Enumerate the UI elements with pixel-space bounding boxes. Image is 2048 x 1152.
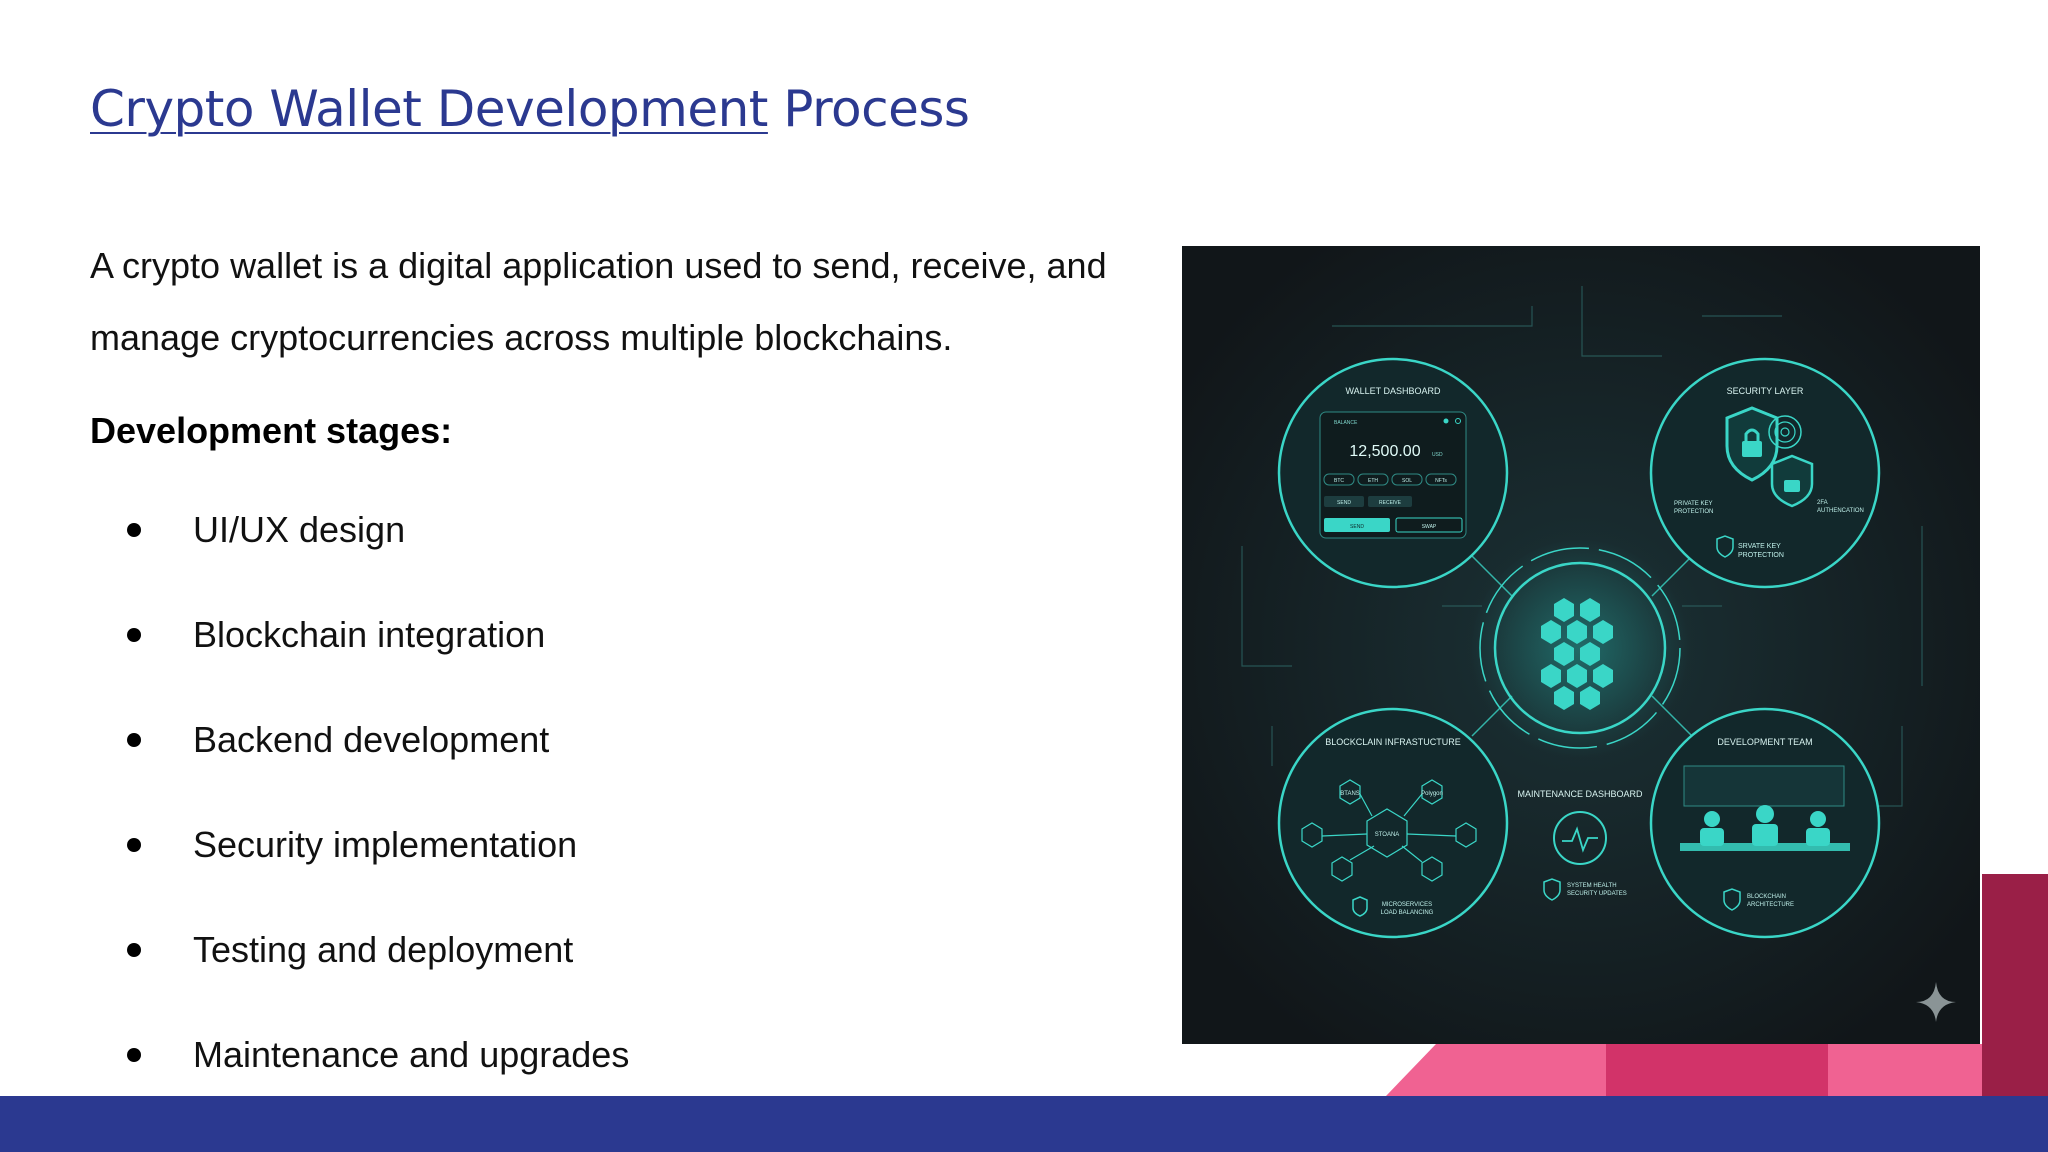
- maroon-block: [1982, 874, 2048, 1096]
- status-dot-icon: [1443, 418, 1449, 424]
- stage-text: Backend development: [193, 719, 550, 760]
- small-shield-icon: [1543, 878, 1561, 901]
- load-balancing-label: LOAD BALANCING: [1381, 910, 1434, 916]
- blockchain-arch-label: BLOCKCHAIN: [1747, 894, 1786, 900]
- stage-text: Security implementation: [193, 824, 578, 865]
- hexagon-network-icon: [1301, 779, 1477, 882]
- stage-text: Testing and deployment: [193, 929, 574, 970]
- private-key-label: PRIVATE KEY: [1674, 501, 1712, 507]
- chain-label-3: Polygon: [1421, 791, 1443, 797]
- shield-key-label: SRVATE KEY: [1738, 543, 1781, 550]
- blockchain-label: BLOCKCLAIN INFRASTUCTURE: [1325, 737, 1461, 747]
- monitor-wall: [1683, 765, 1845, 807]
- small-shield-icon: [1716, 535, 1734, 558]
- blockchain-infrastructure-node: BLOCKCLAIN INFRASTUCTURE BTANS STOANA Po…: [1277, 707, 1509, 939]
- team-label: DEVELOPMENT TEAM: [1717, 737, 1812, 747]
- magenta-block: [1606, 1044, 1828, 1096]
- private-key-label-2: PROTECTION: [1674, 509, 1713, 515]
- stage-text: Blockchain integration: [193, 614, 546, 655]
- stage-item: Blockchain integration: [90, 610, 629, 715]
- chip-eth: ETH: [1368, 478, 1378, 484]
- balance-currency: USD: [1432, 452, 1443, 458]
- shield-key-label-2: PROTECTION: [1738, 552, 1784, 559]
- crypto-wallet-illustration: WALLET DASHBOARD BALANCE 12,500.00 USD B…: [1182, 246, 1980, 1044]
- fingerprint-icon: [1768, 415, 1802, 449]
- receive-tab: RECEIVE: [1379, 500, 1402, 506]
- system-health-label: SYSTEM HEALTH: [1567, 883, 1617, 889]
- twofa-label: 2FA: [1817, 500, 1828, 506]
- central-hub: [1470, 538, 1690, 758]
- small-shield-icon: [1352, 896, 1368, 917]
- microservices-label: MICROSERVICES: [1382, 902, 1432, 908]
- chip-sol: SOL: [1402, 478, 1412, 484]
- chip-nfts: NFTs: [1435, 478, 1447, 484]
- security-layer-node: SECURITY LAYER PRIVATE KEY PROTECTION 2F…: [1649, 357, 1881, 589]
- balance-label: BALANCE: [1334, 420, 1358, 426]
- bullet-icon: [127, 523, 141, 537]
- security-label: SECURITY LAYER: [1727, 386, 1804, 396]
- wallet-dashboard-node: WALLET DASHBOARD BALANCE 12,500.00 USD B…: [1277, 357, 1509, 589]
- twofa-label-2: AUTHENCATION: [1817, 508, 1864, 514]
- desk: [1680, 843, 1850, 851]
- swap-button: SWAP: [1422, 524, 1437, 530]
- stages-list: UI/UX design Blockchain integration Back…: [90, 505, 629, 1135]
- title-rest: Process: [767, 80, 970, 138]
- wallet-label: WALLET DASHBOARD: [1345, 386, 1441, 396]
- bullet-icon: [127, 943, 141, 957]
- pink-block: [1828, 1044, 1982, 1096]
- bullet-icon: [127, 733, 141, 747]
- chain-label-1: BTANS: [1340, 791, 1360, 797]
- stage-item: UI/UX design: [90, 505, 629, 610]
- stage-item: Testing and deployment: [90, 925, 629, 1030]
- bullet-icon: [127, 838, 141, 852]
- send-button: SEND: [1350, 524, 1364, 530]
- maintenance-label: MAINTENANCE DASHBOARD: [1517, 789, 1643, 799]
- sparkle-icon: [1916, 982, 1956, 1022]
- footer-bar: [0, 1096, 2048, 1152]
- stages-heading: Development stages:: [90, 410, 453, 451]
- intro-paragraph: A crypto wallet is a digital application…: [90, 245, 1107, 358]
- settings-icon: [1455, 418, 1461, 424]
- circuit-traces: [1241, 286, 1923, 807]
- development-team-node: DEVELOPMENT TEAM BLOCKCHAIN ARCHITECTURE: [1649, 707, 1881, 939]
- heartbeat-gauge-icon: [1553, 811, 1607, 865]
- chain-label-2: STOANA: [1375, 832, 1400, 838]
- stage-text: UI/UX design: [193, 509, 406, 550]
- stage-item: Security implementation: [90, 820, 629, 925]
- balance-value: 12,500.00: [1349, 443, 1420, 460]
- developer-people-icon: [1700, 805, 1830, 846]
- small-shield-icon: [1723, 888, 1741, 911]
- pink-step: [1386, 1044, 1606, 1096]
- maroon-base: [1982, 1044, 2048, 1096]
- security-updates-label: SECURITY UPDATES: [1567, 891, 1627, 897]
- chip-btc: BTC: [1334, 478, 1344, 484]
- hexagon-cluster-icon: [1541, 598, 1613, 710]
- architecture-label: ARCHITECTURE: [1747, 902, 1794, 908]
- maintenance-dashboard: MAINTENANCE DASHBOARD SYSTEM HEALTH SECU…: [1517, 789, 1643, 901]
- title-link[interactable]: Crypto Wallet Development: [90, 80, 768, 138]
- slide-title: Crypto Wallet Development Process: [90, 80, 970, 138]
- stage-text: Maintenance and upgrades: [193, 1034, 630, 1075]
- bullet-icon: [127, 1048, 141, 1062]
- stage-item: Maintenance and upgrades: [90, 1030, 629, 1135]
- send-tab: SEND: [1337, 500, 1351, 506]
- stage-item: Backend development: [90, 715, 629, 820]
- bullet-icon: [127, 628, 141, 642]
